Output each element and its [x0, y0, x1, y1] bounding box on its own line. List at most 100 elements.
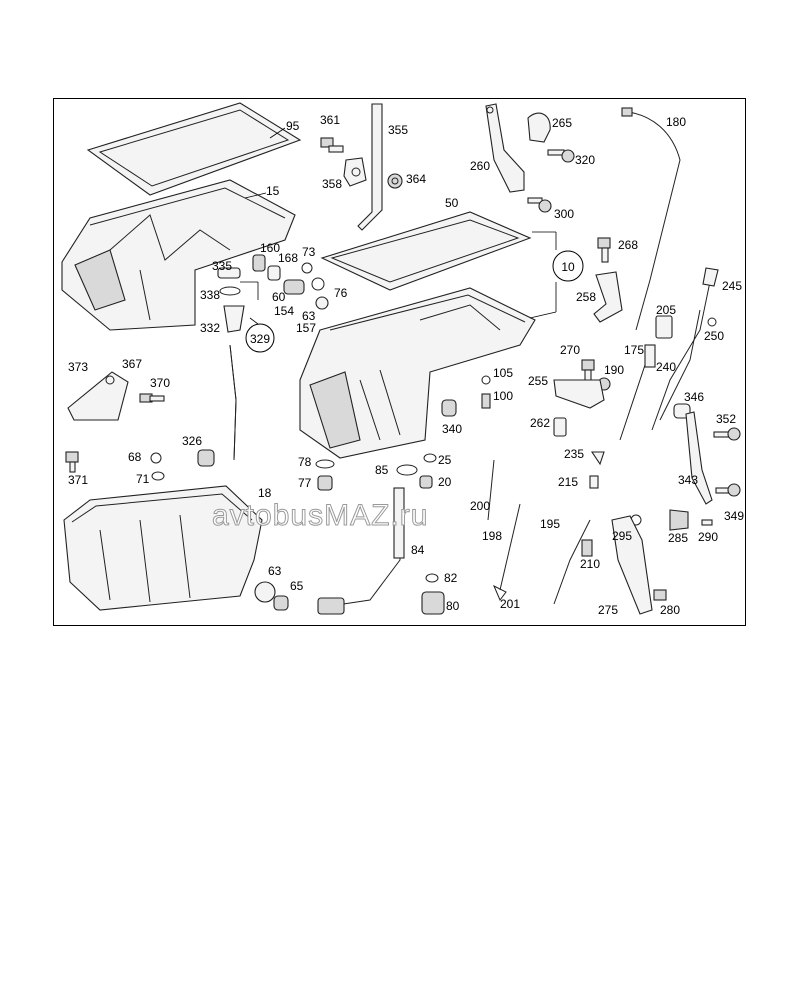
- part-label: 205: [656, 303, 676, 317]
- bolt-268: [597, 237, 611, 263]
- part-label: 340: [442, 422, 462, 436]
- circled-label-10-text: 10: [561, 260, 575, 274]
- bolt-270: [581, 359, 595, 383]
- part-label: 80: [446, 599, 460, 613]
- leader-lines: [240, 127, 557, 325]
- bracket-260: [485, 103, 525, 193]
- part-label: 195: [540, 517, 560, 531]
- circled-label-10: 10: [552, 250, 584, 282]
- part-label: 268: [618, 238, 638, 252]
- part-label: 285: [668, 531, 688, 545]
- clip-201: [493, 584, 507, 601]
- part-label: 25: [438, 453, 452, 467]
- part-label: 240: [656, 360, 676, 374]
- sensor-84: [317, 487, 445, 615]
- part-label: 258: [576, 290, 596, 304]
- part-label: 78: [298, 455, 312, 469]
- part-label: 326: [182, 434, 202, 448]
- oil-pan-18: [63, 485, 263, 611]
- part-label: 154: [274, 304, 294, 318]
- part-label: 160: [260, 241, 280, 255]
- part-label: 260: [470, 159, 490, 173]
- bolt-352: [713, 427, 741, 441]
- dipstick-tube-180: [621, 107, 681, 331]
- part-label: 367: [122, 357, 142, 371]
- bracket-367: [67, 371, 165, 421]
- part-label: 65: [290, 579, 304, 593]
- part-label: 210: [580, 557, 600, 571]
- part-label: 332: [200, 321, 220, 335]
- part-label: 73: [302, 245, 316, 259]
- part-label: 168: [278, 251, 298, 265]
- seals-85-25-20: [396, 453, 437, 489]
- part-label: 335: [212, 259, 232, 273]
- sensor-lines: [487, 459, 593, 605]
- part-label: 352: [716, 412, 736, 426]
- part-label: 265: [552, 116, 572, 130]
- part-label: 60: [272, 290, 286, 304]
- part-label: 349: [724, 509, 744, 523]
- bolt-349: [715, 483, 741, 497]
- part-label: 235: [564, 447, 584, 461]
- strap-275: [611, 515, 667, 615]
- part-label: 346: [684, 390, 704, 404]
- circled-label-329: 329: [245, 323, 275, 353]
- nut-364: [387, 173, 403, 189]
- part-label: 84: [411, 543, 425, 557]
- part-label: 300: [554, 207, 574, 221]
- watermark-text: avtobusMAZ.ru: [212, 499, 428, 532]
- fitting-332: [223, 305, 245, 333]
- fasteners-68-371-71: [65, 451, 165, 481]
- part-label: 200: [470, 499, 490, 513]
- part-label: 105: [493, 366, 513, 380]
- sleeve-262: [553, 417, 567, 437]
- part-label: 370: [150, 376, 170, 390]
- part-label: 201: [500, 597, 520, 611]
- oil-pipe-329: [229, 344, 237, 461]
- bracket-255: [553, 379, 605, 409]
- part-label: 255: [528, 374, 548, 388]
- connector-326: [197, 449, 215, 467]
- bolt-300: [527, 197, 552, 213]
- part-label: 290: [698, 530, 718, 544]
- part-label: 358: [322, 177, 342, 191]
- part-label: 18: [258, 486, 272, 500]
- part-label: 245: [722, 279, 742, 293]
- part-label: 373: [68, 360, 88, 374]
- circled-label-329-text: 329: [250, 332, 270, 346]
- gasket-95: [86, 102, 302, 196]
- part-label: 95: [286, 119, 300, 133]
- part-label: 20: [438, 475, 452, 489]
- dipstick-245: [651, 267, 719, 431]
- part-number-labels: 95 15 361 355 358 364 260 265 320 300 18…: [68, 113, 744, 617]
- part-label: 15: [266, 184, 280, 198]
- gasket-50: [320, 211, 532, 291]
- part-label: 157: [296, 321, 316, 335]
- part-label: 76: [334, 286, 348, 300]
- oil-pan-10: [299, 287, 536, 459]
- part-label: 190: [604, 363, 624, 377]
- plug-105: [481, 375, 491, 409]
- part-label: 63: [268, 564, 282, 578]
- bracket-258: [593, 271, 623, 323]
- clamp-265: [527, 112, 551, 143]
- part-label: 180: [666, 115, 686, 129]
- part-label: 77: [298, 476, 312, 490]
- ring-250: [707, 317, 717, 327]
- bolt-361: [320, 137, 344, 153]
- part-label: 270: [560, 343, 580, 357]
- upper-oil-pan-15: [61, 179, 296, 331]
- sleeve-205: [655, 315, 673, 339]
- seals-63-65: [254, 581, 289, 611]
- clip-358: [343, 157, 367, 187]
- part-label: 275: [598, 603, 618, 617]
- clips-235-215: [589, 451, 605, 489]
- part-label: 361: [320, 113, 340, 127]
- part-label: 50: [445, 196, 459, 210]
- part-label: 338: [200, 288, 220, 302]
- bracket-343: [685, 411, 713, 505]
- part-label: 295: [612, 529, 632, 543]
- part-label: 198: [482, 529, 502, 543]
- part-label: 364: [406, 172, 426, 186]
- bolt-320: [547, 149, 575, 163]
